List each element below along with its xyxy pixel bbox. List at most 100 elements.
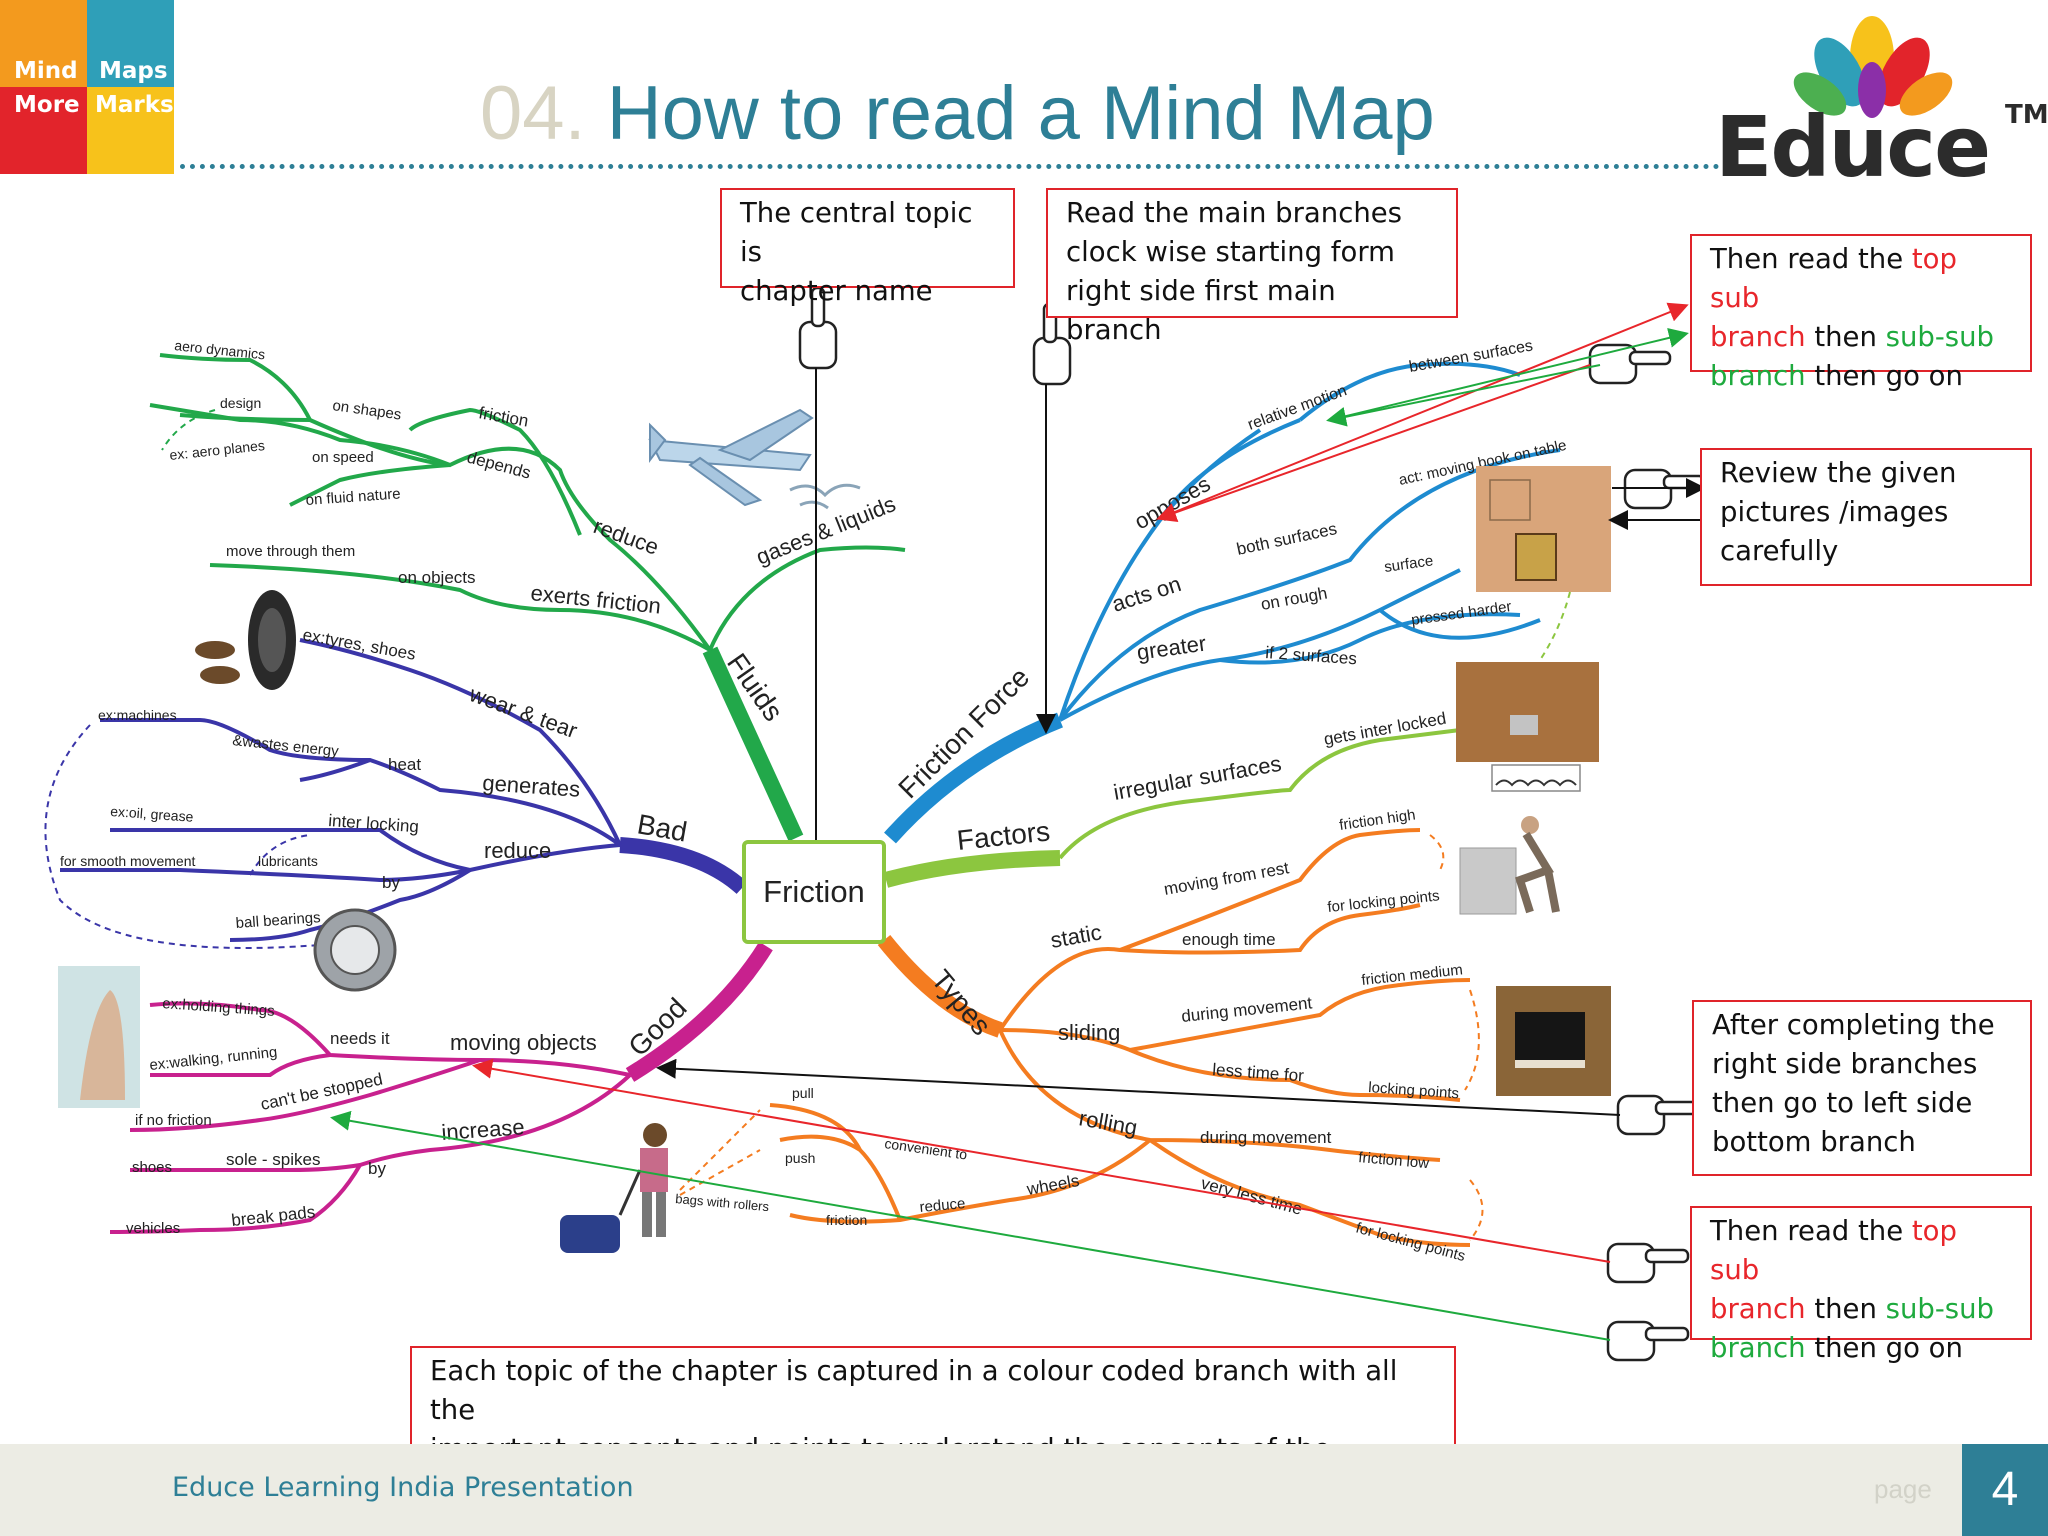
page-number: 4: [1991, 1463, 2019, 1516]
note-central-line-2: chapter name: [740, 275, 933, 307]
logo-word-marks: Marks: [95, 92, 174, 118]
title-divider: [180, 164, 1720, 169]
label-heat: heat: [388, 755, 421, 774]
note2-e: sub-sub: [1885, 1293, 1994, 1325]
birds-icon: [789, 483, 861, 510]
label-for-locking-points-2: for locking points: [1354, 1219, 1467, 1265]
label-reduce-types: reduce: [919, 1195, 966, 1216]
tyre-shoes-icon: [195, 590, 296, 690]
branch-types: [769, 828, 1471, 1247]
note-top-sub-branch-1: Then read the top sub branch then sub-su…: [1690, 234, 2032, 392]
pointing-hand-icon-7: [1606, 1320, 1690, 1362]
trademark: TM: [2005, 100, 2048, 130]
note-central-topic: The central topic is chapter name: [720, 188, 1015, 307]
table-surface-image: [1456, 662, 1599, 792]
note-after-line-1: After completing the: [1712, 1009, 1995, 1041]
label-on-shapes: on shapes: [331, 397, 402, 423]
label-wheels: wheels: [1024, 1171, 1080, 1199]
note-top-sub-branch-2: Then read the top sub branch then sub-su…: [1690, 1206, 2032, 1364]
note1-d: then: [1805, 321, 1886, 353]
label-move-through: move through them: [226, 543, 355, 560]
branch-bad: [60, 638, 748, 942]
pointing-hand-icon-5: [1616, 1094, 1700, 1136]
label-push: push: [785, 1150, 815, 1166]
note-clockwise-line-2: clock wise starting form: [1066, 236, 1395, 268]
page-number-box: [1962, 1444, 2048, 1536]
pointing-hand-icon-3: [1588, 343, 1672, 385]
labels-good: Good moving objects needs it ex:holding …: [126, 992, 693, 1237]
note-clockwise: Read the main branches clock wise starti…: [1046, 188, 1458, 346]
logo-word-mind: Mind: [14, 58, 78, 84]
label-bags-with-rollers: bags with rollers: [675, 1191, 770, 1214]
note-bottom-summary: Each topic of the chapter is captured in…: [410, 1346, 1456, 1504]
note2-c: branch: [1710, 1293, 1806, 1325]
note1-b: top sub: [1710, 243, 1957, 314]
label-inter-locking: inter locking: [328, 811, 420, 836]
branch-factors: [883, 728, 1461, 888]
labels-bad: Bad wear & tear ex:tyres, shoes generate…: [60, 625, 689, 932]
note-after-line-3: then go to left side: [1712, 1087, 1973, 1119]
branch-fluids: [149, 353, 906, 842]
sliding-book-image: [1496, 986, 1611, 1096]
label-friction-types: friction: [826, 1212, 867, 1228]
label-gets-inter-locked: gets inter locked: [1322, 709, 1447, 749]
arrow-red-bottom: [472, 1058, 1611, 1263]
title-text: How to read a Mind Map: [606, 71, 1435, 156]
note2-f: branch: [1710, 1332, 1806, 1364]
label-ball-bearings: ball bearings: [235, 909, 321, 932]
note-review-line-2: pictures /images: [1720, 496, 1949, 528]
note2-a: Then read the: [1710, 1215, 1912, 1247]
label-ex-machines: ex:machines: [98, 707, 177, 723]
label-locking-points: locking points: [1368, 1079, 1460, 1102]
note-after-completing: After completing the right side branches…: [1692, 1000, 2032, 1176]
label-increase: increase: [441, 1114, 526, 1145]
label-irregular-surfaces: irregular surfaces: [1112, 751, 1284, 805]
ball-bearing-icon: [313, 908, 397, 992]
label-pressed-harder: pressed harder: [1410, 598, 1512, 629]
label-pull: pull: [792, 1085, 814, 1101]
label-by-good: by: [368, 1159, 386, 1178]
label-sliding: sliding: [1058, 1020, 1120, 1045]
label-factors: Factors: [955, 815, 1051, 856]
note-after-line-4: bottom branch: [1712, 1126, 1916, 1158]
label-for-smooth: for smooth movement: [60, 853, 195, 869]
label-ex-aero-planes: ex: aero planes: [169, 437, 266, 463]
label-enough-time: enough time: [1182, 930, 1276, 949]
label-friction-fluids: friction: [477, 403, 530, 430]
label-ex-walking: ex:walking, running: [149, 1044, 278, 1074]
logo-word-more: More: [14, 92, 80, 118]
logo-word-maps: Maps: [99, 58, 168, 84]
note1-g: then go on: [1805, 360, 1963, 392]
boy-with-bag-icon: [560, 1123, 668, 1253]
educe-logo-text: Educe: [1715, 98, 1991, 196]
note-after-line-2: right side branches: [1712, 1048, 1978, 1080]
arrow-green-to-note: [1329, 328, 1689, 421]
label-vehicles: vehicles: [126, 1220, 180, 1237]
note-clockwise-line-3: right side first main branch: [1066, 275, 1336, 346]
mind-maps-logo: Mind Maps More Marks: [0, 0, 174, 174]
note-clockwise-line-1: Read the main branches: [1066, 197, 1403, 229]
label-on-objects: on objects: [398, 568, 476, 587]
label-ex-tyres: ex:tyres, shoes: [301, 625, 417, 664]
pointing-hand-icon-6: [1606, 1242, 1690, 1284]
label-rolling: rolling: [1077, 1105, 1139, 1140]
book-on-table-image: [1476, 466, 1611, 592]
arrow-red-to-note: [1159, 302, 1689, 519]
label-sole-spikes: sole - spikes: [226, 1150, 320, 1169]
note-bottom-line-1: Each topic of the chapter is captured in…: [430, 1355, 1398, 1426]
note2-d: then: [1805, 1293, 1886, 1325]
label-less-time-for: less time for: [1212, 1060, 1305, 1085]
label-design: design: [220, 395, 261, 411]
note-review-line-3: carefully: [1720, 535, 1839, 567]
label-by-bad: by: [382, 873, 400, 892]
footer-bar: [0, 1444, 2048, 1536]
label-lubricants: lubricants: [258, 853, 318, 869]
arrow-green-bottom: [330, 1110, 1611, 1341]
logo-cell-br: [87, 87, 174, 174]
arrow-red-top: [1156, 364, 1591, 523]
label-friction-low: friction low: [1358, 1149, 1430, 1172]
label-shoes: shoes: [132, 1159, 172, 1176]
page-label: page: [1874, 1474, 1932, 1504]
